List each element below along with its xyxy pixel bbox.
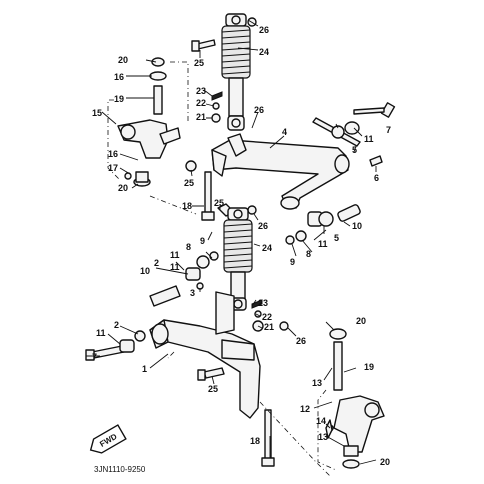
fwd-arrow-icon: FWD	[89, 424, 127, 454]
callout-16: 16	[114, 72, 124, 82]
callout-24: 24	[262, 243, 272, 253]
callout-13: 13	[312, 378, 322, 388]
callout-11: 11	[170, 262, 180, 272]
lower-front-hardware	[149, 251, 219, 307]
callout-22: 22	[196, 98, 206, 108]
callout-3: 3	[190, 288, 195, 298]
callout-26: 26	[259, 25, 269, 35]
callout-16: 16	[108, 149, 118, 159]
callout-11: 11	[364, 134, 374, 144]
callout-26: 26	[258, 221, 268, 231]
callout-20: 20	[118, 183, 128, 193]
callout-18: 18	[182, 201, 192, 211]
upper-shock-absorber	[221, 13, 251, 131]
callout-6: 6	[374, 173, 379, 183]
upper-knuckle-assembly	[117, 57, 181, 187]
callout-25: 25	[184, 178, 194, 188]
callout-24: 24	[259, 47, 269, 57]
callout-1: 1	[142, 364, 147, 374]
callout-10: 10	[352, 221, 362, 231]
callout-15: 15	[92, 108, 102, 118]
upper-pivot-hardware	[185, 91, 257, 221]
callout-25: 25	[194, 58, 204, 68]
callout-17: 17	[108, 163, 118, 173]
callout-20: 20	[356, 316, 366, 326]
callout-8: 8	[186, 242, 191, 252]
callout-8: 8	[306, 249, 311, 259]
lower-knuckle-assembly	[325, 328, 385, 469]
lower-arm-bolt	[85, 330, 146, 361]
callout-14: 14	[316, 416, 326, 426]
callout-21: 21	[264, 322, 274, 332]
callout-7: 7	[386, 125, 391, 135]
upper-knuckle-guide-lines	[107, 61, 197, 215]
lower-pivot-hardware	[197, 299, 289, 467]
callout-26: 26	[296, 336, 306, 346]
callout-19: 19	[364, 362, 374, 372]
callout-18: 18	[250, 436, 260, 446]
callout-20: 20	[118, 55, 128, 65]
callout-4: 4	[282, 127, 287, 137]
callout-22: 22	[262, 312, 272, 322]
callout-23: 23	[258, 298, 268, 308]
callout-7: 7	[92, 352, 97, 362]
upper-shock-bolt	[191, 39, 216, 52]
lower-knuckle-guide-lines	[167, 351, 337, 477]
callout-21: 21	[196, 112, 206, 122]
diagram-code: 3JN1110-9250	[94, 465, 146, 474]
lower-a-arm	[149, 291, 261, 419]
upper-bushings	[285, 121, 361, 245]
callout-5: 5	[352, 145, 357, 155]
upper-a-arm	[211, 133, 350, 210]
callout-20: 20	[380, 457, 390, 467]
callout-10: 10	[140, 266, 150, 276]
callout-2: 2	[114, 320, 119, 330]
grease-nipple	[369, 155, 383, 167]
callout-5: 5	[334, 233, 339, 243]
callout-23: 23	[196, 86, 206, 96]
callout-12: 12	[300, 404, 310, 414]
callout-11: 11	[318, 239, 328, 249]
callout-19: 19	[114, 94, 124, 104]
callout-13: 13	[318, 432, 328, 442]
callout-labels: 26 24 25 20 16 19 15 23 22 21 26 4 7 11 …	[92, 25, 391, 467]
callout-9: 9	[290, 257, 295, 267]
callout-2: 2	[154, 258, 159, 268]
callout-11: 11	[170, 250, 180, 260]
leader-lines	[86, 19, 377, 465]
callout-25: 25	[208, 384, 218, 394]
callout-11: 11	[96, 328, 106, 338]
callout-26: 26	[254, 105, 264, 115]
callout-25: 25	[214, 198, 224, 208]
callout-9: 9	[200, 236, 205, 246]
